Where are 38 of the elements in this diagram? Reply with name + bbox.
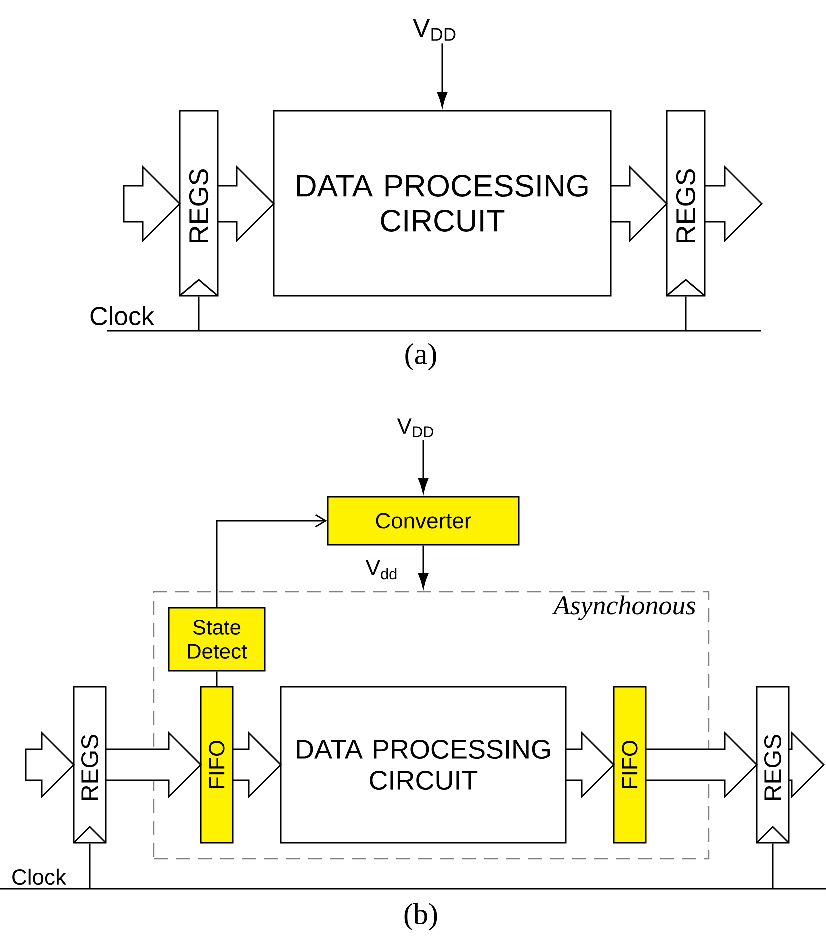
process-box: State Detect (168, 607, 266, 672)
signal-label: Clock (12, 868, 67, 886)
connector-line (772, 844, 774, 888)
register-box: REGS (756, 686, 790, 844)
block-arrow (645, 731, 758, 799)
caption: (b) (404, 903, 438, 931)
fifo-box: FIFO (200, 686, 234, 844)
signal-label: Clock (90, 306, 155, 326)
clock-line (0, 888, 826, 890)
voltage-label: V$_{DD}$ (413, 19, 456, 41)
block-arrow (232, 731, 282, 799)
caption: (a) (406, 343, 436, 371)
connector-line (685, 296, 687, 330)
process-box: Converter (327, 496, 520, 546)
block-arrow (25, 731, 76, 799)
block-arrow (704, 165, 764, 243)
block-arrow (788, 731, 826, 799)
arrow (437, 44, 448, 108)
edge-label: V$_{dd}$ (364, 559, 400, 581)
connector-line (89, 844, 91, 888)
clock-line (106, 330, 762, 332)
voltage-label: V$_{DD}$ (397, 418, 434, 438)
arrow (418, 546, 429, 588)
block-arrow (123, 165, 182, 243)
fifo-box: FIFO (613, 686, 647, 844)
arrow (216, 514, 328, 608)
block-arrow (610, 165, 668, 243)
connector-line (216, 672, 218, 686)
connector-line (198, 296, 200, 330)
register-box: REGS (73, 686, 107, 844)
block-arrow (217, 165, 276, 243)
register-box: REGS (179, 110, 219, 297)
process-box: DATA PROCESSING CIRCUIT (273, 110, 612, 297)
register-box: REGS (666, 110, 706, 297)
process-box: DATA PROCESSING CIRCUIT (280, 686, 567, 844)
block-arrow (565, 731, 616, 799)
block-arrow (105, 731, 202, 799)
arrow (418, 440, 429, 494)
